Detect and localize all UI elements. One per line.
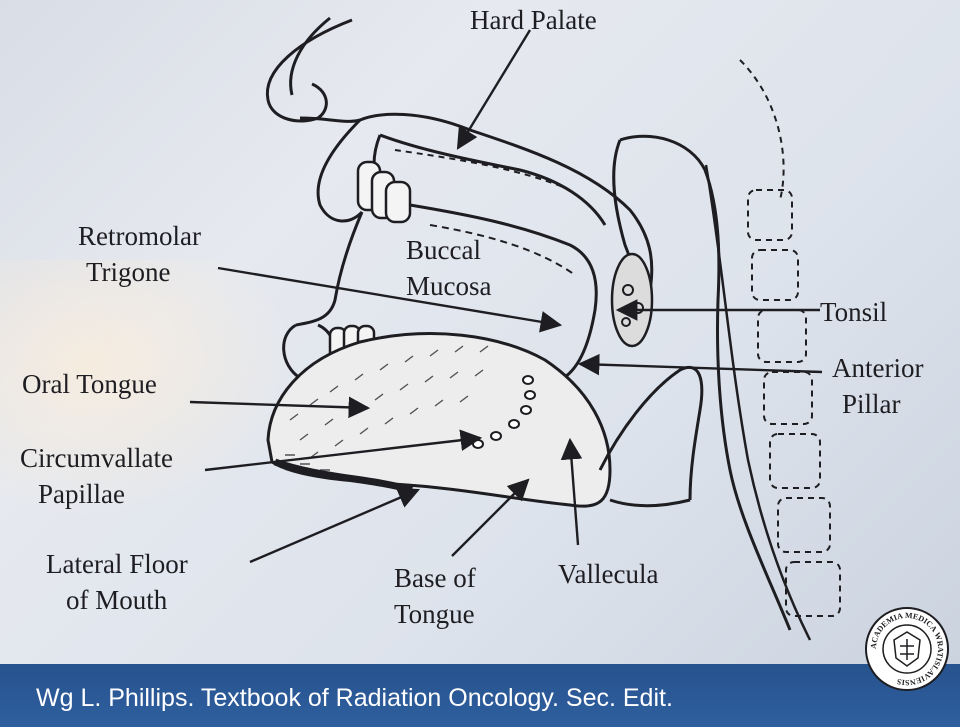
label-base-of-tongue: Base of Tongue <box>394 563 476 629</box>
tongue <box>266 332 612 508</box>
label-lateral-floor-of-mouth: Lateral Floor of Mouth <box>46 549 188 615</box>
citation-text: Wg L. Phillips. Textbook of Radiation On… <box>36 684 673 712</box>
label-retromolar-trigone: Retromolar Trigone <box>78 221 201 287</box>
epiglottis <box>598 366 704 508</box>
label-vallecula: Vallecula <box>558 559 659 589</box>
footer-bar <box>0 664 960 727</box>
label-arrows <box>189 29 823 564</box>
floor-of-mouth <box>273 458 413 494</box>
label-buccal-mucosa: Buccal Mucosa <box>406 235 492 301</box>
spine-outline <box>739 59 785 201</box>
oral-cavity-diagram <box>189 16 841 641</box>
nose-outline <box>265 16 353 123</box>
label-oral-tongue: Oral Tongue <box>22 369 157 399</box>
tonsil-shape <box>610 252 654 348</box>
label-circumvallate-papillae: Circumvallate Papillae <box>20 443 173 509</box>
palate-outline <box>299 112 654 291</box>
university-seal-icon: ACADEMIA MEDICA WRATISLAVIENSIS <box>865 607 949 691</box>
vertebrae <box>747 189 841 617</box>
palate-dashed <box>394 149 571 191</box>
buccal-outline <box>295 203 598 382</box>
label-anterior-pillar: Anterior Pillar <box>832 353 924 419</box>
buccal-dashed <box>429 224 576 276</box>
upper-teeth <box>356 160 412 224</box>
label-tonsil: Tonsil <box>820 297 888 327</box>
airway-outline <box>704 164 812 641</box>
label-hard-palate: Hard Palate <box>470 5 597 35</box>
